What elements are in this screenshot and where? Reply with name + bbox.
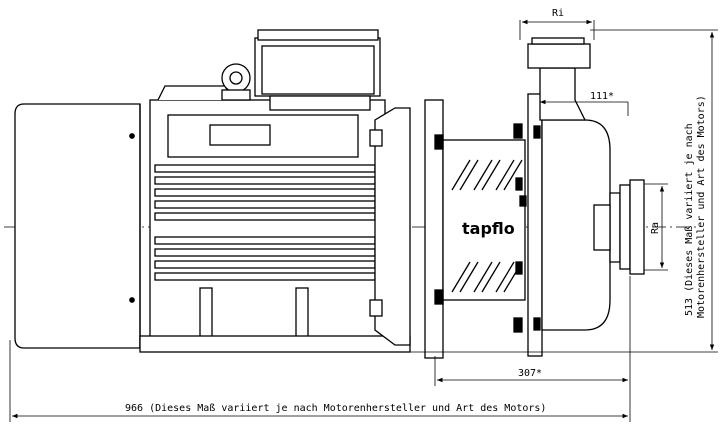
motor-base bbox=[139, 335, 411, 353]
dimension-lines bbox=[9, 19, 718, 422]
fan-cover-bolt bbox=[129, 297, 135, 303]
tapflo-logo: tapflo bbox=[462, 219, 515, 238]
dim-pump-length: 307* bbox=[518, 368, 542, 379]
motor bbox=[14, 29, 411, 353]
lantern bbox=[424, 99, 526, 359]
fan-cover-bolt bbox=[129, 133, 135, 139]
pump-housing bbox=[519, 37, 645, 357]
motor-foot bbox=[199, 287, 213, 339]
dim-outlet-offset: 111* bbox=[590, 91, 614, 102]
outlet-nozzle bbox=[539, 67, 587, 121]
inlet-nozzle bbox=[609, 192, 621, 263]
fan-cover bbox=[14, 103, 141, 349]
cooling-fins bbox=[154, 164, 376, 281]
dim-outlet: Ri bbox=[552, 8, 564, 19]
dim-total-height-line2: Motorenhersteller und Art des Motors) bbox=[696, 95, 707, 318]
dim-inlet: Ra bbox=[650, 222, 661, 234]
dim-total-length: 966 (Dieses Maß variiert je nach Motoren… bbox=[125, 403, 546, 414]
motor-foot bbox=[295, 287, 309, 339]
dim-total-height-line1: 513 (Dieses Maß variiert je nach bbox=[684, 123, 695, 316]
